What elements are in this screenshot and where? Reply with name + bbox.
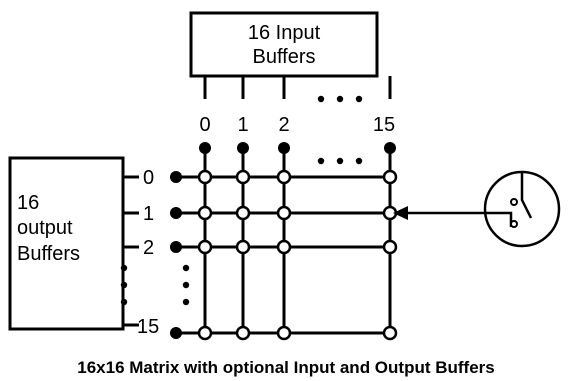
column-label-2: 2: [278, 114, 289, 136]
output-buffers-label-line3: Buffers: [17, 243, 80, 265]
column-label-0: 0: [199, 114, 210, 136]
input-buffers-label-line1: 16 Input: [248, 22, 321, 44]
input-pins-ellipsis: [317, 95, 363, 103]
column-label-15: 15: [373, 114, 395, 136]
input-buffers-box: [189, 11, 379, 78]
column-label-1: 1: [237, 114, 248, 136]
magnified-switch-icon: [483, 170, 561, 248]
column-terminals-ellipsis: [317, 157, 363, 165]
row-label-2: 2: [143, 237, 154, 259]
input-pins: [203, 76, 392, 99]
output-buffers-label-line2: output: [17, 217, 73, 239]
row-terminals: [170, 171, 182, 339]
row-label-15: 15: [137, 316, 159, 338]
output-buffers-box: [8, 156, 125, 331]
crosspoint-switches: [197, 169, 398, 341]
output-pins-ellipsis: [120, 264, 128, 306]
output-pins: [123, 175, 139, 327]
row-label-1: 1: [143, 203, 154, 225]
input-buffers-label-line2: Buffers: [253, 46, 316, 68]
pointer-arrowhead: [393, 206, 408, 220]
row-label-0: 0: [143, 167, 154, 189]
figure-caption: 16x16 Matrix with optional Input and Out…: [77, 358, 494, 377]
column-terminals: [199, 142, 396, 154]
row-terminals-ellipsis: [182, 264, 190, 306]
output-buffers-label-line1: 16: [17, 192, 39, 214]
